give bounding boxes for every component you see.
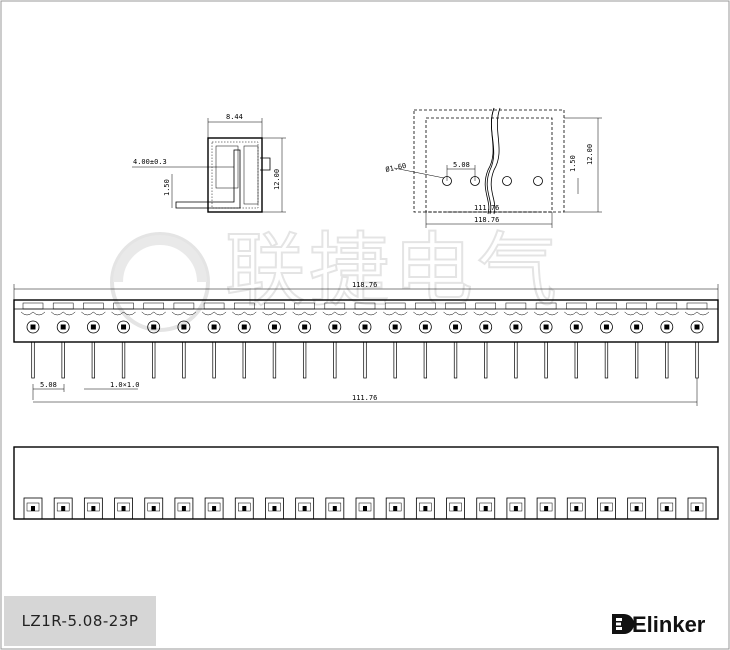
front-pin: [533, 302, 559, 379]
end-hole-dim: Ø1.60: [385, 162, 407, 174]
brand-logo-icon: [612, 614, 634, 634]
front-pin-span-dim: 111.76: [352, 394, 377, 402]
front-pin: [413, 302, 438, 379]
bottom-pin: [385, 497, 405, 520]
side-width-dim: 8.44: [226, 113, 243, 121]
bottom-view: [13, 446, 719, 520]
front-pin: [443, 302, 468, 379]
front-pin: [564, 302, 589, 379]
bottom-pin: [144, 497, 164, 520]
side-view: 8.44 4.00±0.3 12.00 1.50: [132, 113, 286, 213]
front-view: 118.76 5.08 1.0×1.0 111.76: [13, 281, 719, 406]
bottom-pin: [446, 497, 465, 520]
bottom-pin: [566, 497, 586, 520]
bottom-pin: [204, 497, 224, 520]
bottom-pin: [657, 497, 677, 520]
front-pins: [20, 302, 710, 379]
bottom-pin: [234, 497, 254, 520]
brand-text: Elinker: [632, 612, 706, 637]
front-pin: [654, 302, 679, 379]
end-pin-height-dim: 1.50: [569, 155, 577, 172]
front-pin: [81, 302, 106, 379]
front-pin: [292, 302, 317, 379]
front-pin: [624, 302, 649, 379]
bottom-pins: [23, 497, 707, 520]
front-pin: [473, 302, 498, 379]
front-pin: [20, 302, 46, 379]
front-pin: [503, 302, 529, 379]
front-pin: [111, 302, 136, 379]
bottom-pin: [687, 497, 707, 520]
bottom-pin: [415, 497, 435, 520]
bottom-pin: [114, 497, 133, 520]
bottom-pin: [23, 497, 43, 520]
bottom-pin: [174, 497, 194, 520]
side-pin-offset-dim: 4.00±0.3: [133, 158, 167, 166]
front-pin: [352, 302, 378, 379]
bottom-pin: [536, 497, 556, 520]
bottom-pin: [597, 497, 616, 520]
bottom-pin: [53, 497, 73, 520]
front-pin: [232, 302, 257, 379]
end-pitch-dim: 5.08: [453, 161, 470, 169]
bottom-pin: [83, 497, 103, 520]
front-pin: [383, 302, 408, 379]
end-view: 5.08 Ø1.60 111.76 118.76 12.00 1.50: [385, 107, 602, 228]
front-pin: [322, 302, 347, 379]
bottom-pin: [506, 497, 526, 520]
bottom-pin: [325, 497, 345, 520]
bottom-pin: [295, 497, 315, 520]
side-height-dim: 12.00: [273, 169, 281, 190]
watermark-text: 联捷电气: [225, 224, 561, 317]
part-number-label: LZ1R-5.08-23P: [4, 596, 156, 646]
front-pin: [51, 302, 76, 379]
brand-name: Elinker: [612, 612, 706, 637]
bottom-pin: [355, 497, 375, 520]
front-pin: [171, 302, 197, 379]
bottom-pin: [265, 497, 284, 520]
front-pin: [594, 302, 619, 379]
front-pin: [684, 302, 710, 379]
front-pitch-dim: 5.08: [40, 381, 57, 389]
front-pin: [262, 302, 287, 379]
end-overall-dim: 118.76: [474, 216, 499, 224]
front-overall-dim: 118.76: [352, 281, 377, 289]
front-pin-size-dim: 1.0×1.0: [110, 381, 140, 389]
bottom-pin: [627, 497, 647, 520]
bottom-pin: [476, 497, 496, 520]
front-pin: [201, 302, 227, 379]
watermark: 联捷电气: [110, 223, 561, 332]
end-height-dim: 12.00: [586, 144, 594, 165]
side-pin-height-dim: 1.50: [163, 179, 171, 196]
end-pin-span-dim: 111.76: [474, 204, 499, 212]
front-pin: [141, 302, 166, 379]
